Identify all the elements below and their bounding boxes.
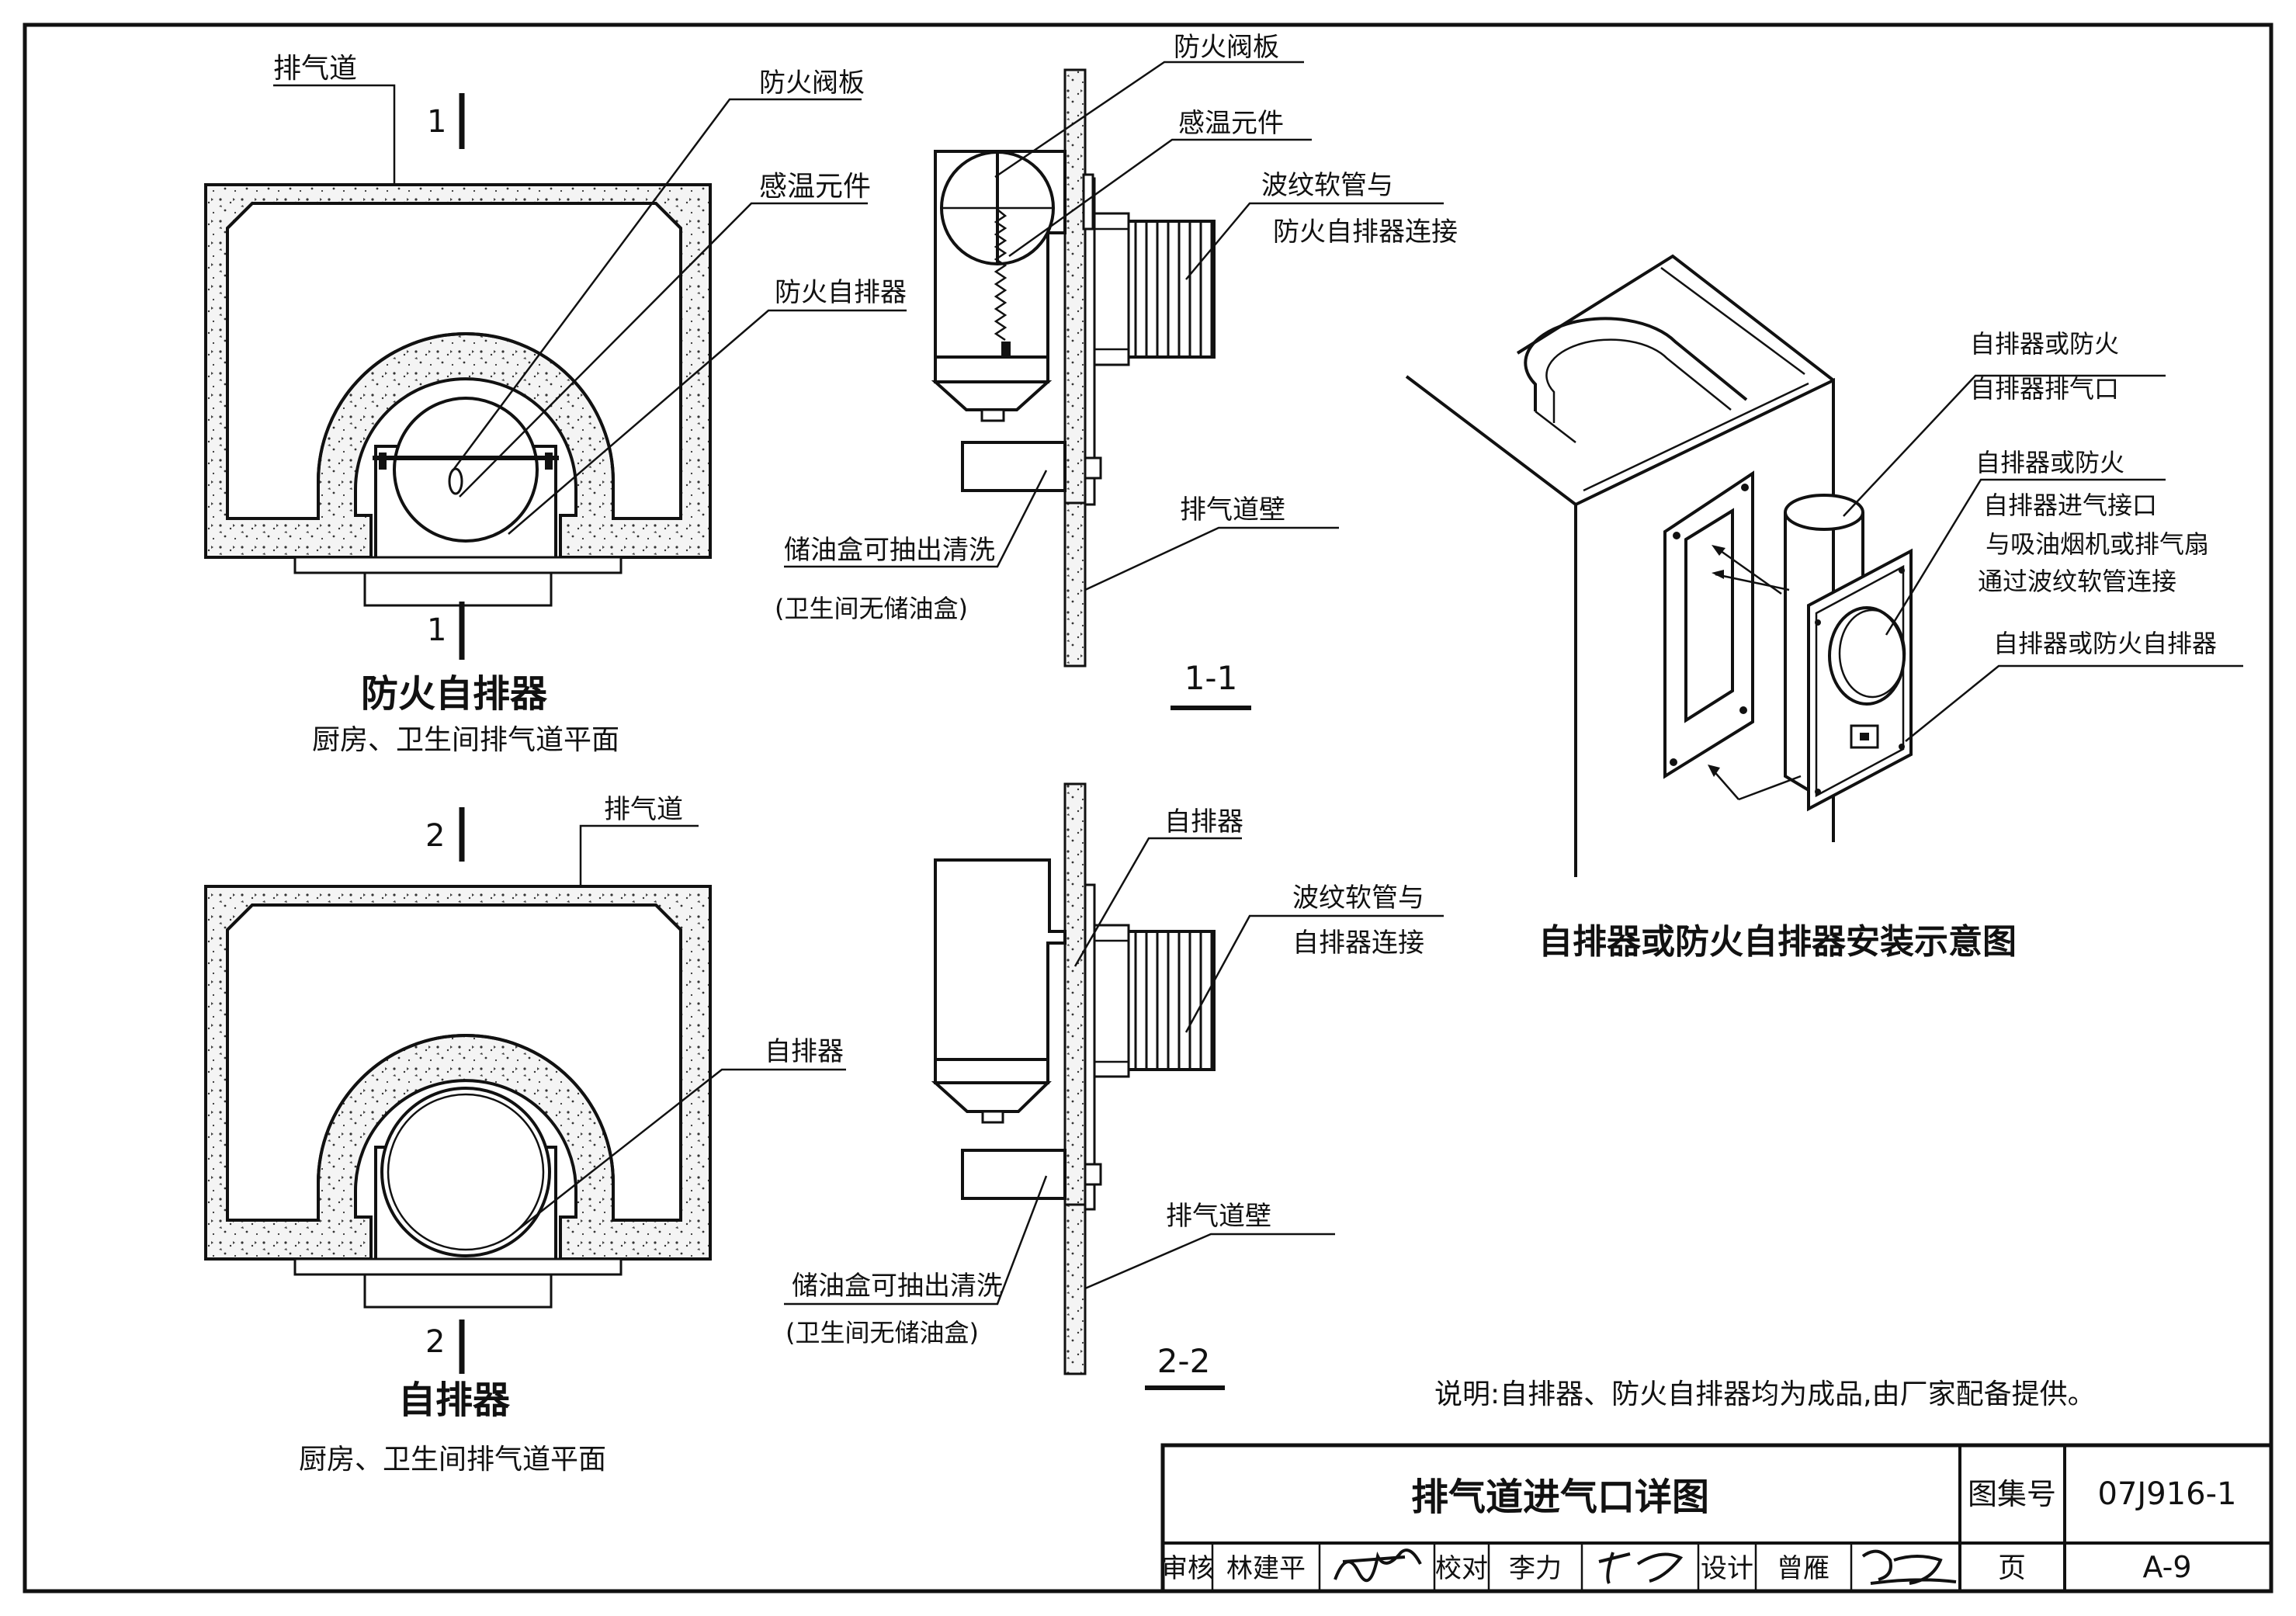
section-1-hose-label-1: 波纹软管与 <box>1261 170 1393 201</box>
plan-2-drawing <box>204 807 846 1374</box>
checker-signature <box>1598 1552 1684 1584</box>
section-1-box-label-1: 储油盒可抽出清洗 <box>784 535 995 566</box>
section-2-hose-label-2: 自排器连接 <box>1292 928 1424 959</box>
section-1-hose-label-2: 防火自排器连接 <box>1273 217 1458 248</box>
plan-2-section-mark-bottom: 2 <box>425 1324 445 1360</box>
title-block-designer: 曾雁 <box>1777 1553 1830 1584</box>
plan-2-subheading: 厨房、卫生间排气道平面 <box>299 1444 606 1476</box>
section-1-wall-label: 排气道壁 <box>1180 494 1285 525</box>
plan-1-section-mark-bottom: 1 <box>427 612 446 648</box>
plan-1-device-label: 防火自排器 <box>775 277 907 308</box>
plan-1-sensor-label: 感温元件 <box>759 171 871 203</box>
plan-2-section-mark-top: 2 <box>425 818 445 854</box>
iso-inlet-label-1: 自排器或防火 <box>1975 448 2124 477</box>
section-2-box-label-2: (卫生间无储油盒) <box>786 1318 979 1347</box>
title-block <box>1160 1443 2273 1593</box>
title-block-atlas-no: 07J916-1 <box>2098 1476 2237 1512</box>
section-1-drawing <box>784 61 1444 710</box>
iso-drawing <box>1405 254 2243 877</box>
title-block-design-label: 设计 <box>1701 1553 1753 1584</box>
iso-outlet-label-1: 自排器或防火 <box>1970 329 2119 359</box>
general-note: 说明:自排器、防火自排器均为成品,由厂家配备提供。 <box>1434 1378 2096 1410</box>
plan-1-damper-label: 防火阀板 <box>759 68 865 99</box>
title-block-drawing-title: 排气道进气口详图 <box>1411 1476 1709 1519</box>
plan-2-heading: 自排器 <box>398 1378 511 1422</box>
section-2-box-label-1: 储油盒可抽出清洗 <box>792 1271 1003 1302</box>
iso-outlet-label-2: 自排器排气口 <box>1970 374 2119 404</box>
iso-inlet-label-4: 通过波纹软管连接 <box>1978 567 2176 596</box>
plan-1-section-mark-top: 1 <box>427 104 446 140</box>
reviewer-signature <box>1334 1548 1422 1583</box>
plan-2-duct-label: 排气道 <box>604 794 683 825</box>
sheet-border <box>23 23 2273 1593</box>
plan-1-duct-label: 排气道 <box>273 53 357 85</box>
section-1-damper-label: 防火阀板 <box>1174 32 1279 63</box>
plan-1-drawing <box>204 84 907 660</box>
plan-1-subheading: 厨房、卫生间排气道平面 <box>312 724 619 756</box>
section-2-title: 2-2 <box>1157 1342 1211 1380</box>
title-block-review-label: 审核 <box>1161 1553 1214 1584</box>
iso-title: 自排器或防火自排器安装示意图 <box>1538 922 2017 962</box>
title-block-page-no: A-9 <box>2142 1550 2191 1584</box>
title-block-atlas-label: 图集号 <box>1968 1477 2056 1511</box>
iso-inlet-label-3: 与吸油烟机或排气扇 <box>1986 529 2209 559</box>
section-1-box-label-2: (卫生间无储油盒) <box>775 594 968 623</box>
iso-body-label: 自排器或防火自排器 <box>1993 629 2217 658</box>
section-1-title: 1-1 <box>1184 659 1238 697</box>
section-1-sensor-label: 感温元件 <box>1178 108 1284 139</box>
plan-1-heading: 防火自排器 <box>361 672 548 716</box>
section-2-hose-label-1: 波纹软管与 <box>1292 883 1424 914</box>
title-block-reviewer: 林建平 <box>1226 1553 1306 1584</box>
designer-signature <box>1861 1549 1957 1585</box>
title-block-page-label: 页 <box>1998 1552 2026 1584</box>
plan-2-device-label: 自排器 <box>765 1036 844 1067</box>
title-block-checker: 李力 <box>1509 1553 1562 1584</box>
title-block-check-label: 校对 <box>1435 1553 1488 1584</box>
section-2-device-label: 自排器 <box>1164 806 1243 837</box>
section-2-drawing <box>784 782 1444 1390</box>
iso-inlet-label-2: 自排器进气接口 <box>1983 491 2157 520</box>
section-2-wall-label: 排气道壁 <box>1166 1201 1271 1232</box>
